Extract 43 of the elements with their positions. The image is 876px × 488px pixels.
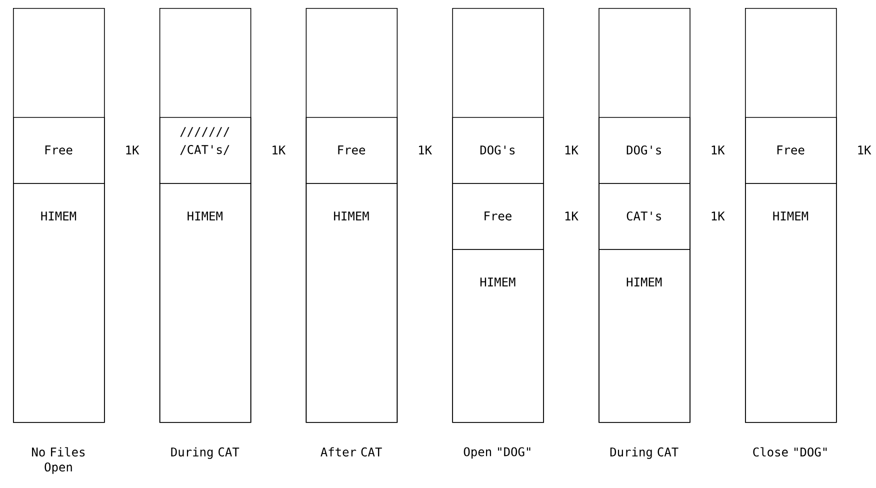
region-label: HIMEM — [480, 278, 516, 286]
himem-region — [745, 183, 837, 423]
region-label: HIMEM — [188, 212, 222, 220]
region-label: Free — [45, 146, 72, 154]
region-label: /CAT's/ — [180, 145, 230, 156]
column-caption: After CAT — [320, 447, 382, 456]
column-caption: During CAT — [171, 447, 240, 459]
region-label: /////// — [180, 127, 230, 137]
size-label: 1K — [419, 146, 432, 154]
memory-region — [452, 183, 544, 250]
region-label: Free — [338, 146, 366, 154]
memory-region — [306, 117, 398, 184]
size-label: 1K — [565, 212, 578, 220]
memory-region — [745, 117, 837, 184]
column-caption: Close "DOG" — [753, 447, 827, 457]
size-label: 1K — [712, 146, 725, 154]
size-label: 1K — [272, 146, 286, 154]
memory-region — [159, 117, 252, 184]
region-label: HIMEM — [626, 278, 662, 286]
region-label: HIMEM — [41, 212, 76, 220]
column-caption: Open "DOG" — [464, 447, 530, 459]
column-caption: During CAT — [610, 447, 678, 459]
region-label: HIMEM — [334, 212, 369, 220]
himem-region — [598, 249, 690, 423]
size-label: 1K — [712, 212, 725, 220]
region-label: DOG's — [626, 145, 661, 155]
himem-region — [159, 183, 252, 423]
size-label: 1K — [126, 146, 140, 154]
himem-region — [13, 183, 105, 423]
region-label: DOG's — [480, 145, 515, 155]
region-label: HIMEM — [773, 212, 808, 220]
column-caption: No Files Open — [32, 447, 85, 474]
memory-region — [598, 183, 690, 250]
memory-region — [452, 117, 544, 184]
region-label: CAT's — [626, 211, 661, 221]
memory-region — [598, 117, 690, 184]
region-label: Free — [777, 146, 804, 154]
size-label: 1K — [858, 146, 872, 154]
himem-region — [452, 249, 544, 423]
memory-region — [13, 117, 105, 184]
region-label: Free — [484, 212, 512, 220]
himem-region — [306, 183, 398, 423]
size-label: 1K — [565, 146, 578, 154]
